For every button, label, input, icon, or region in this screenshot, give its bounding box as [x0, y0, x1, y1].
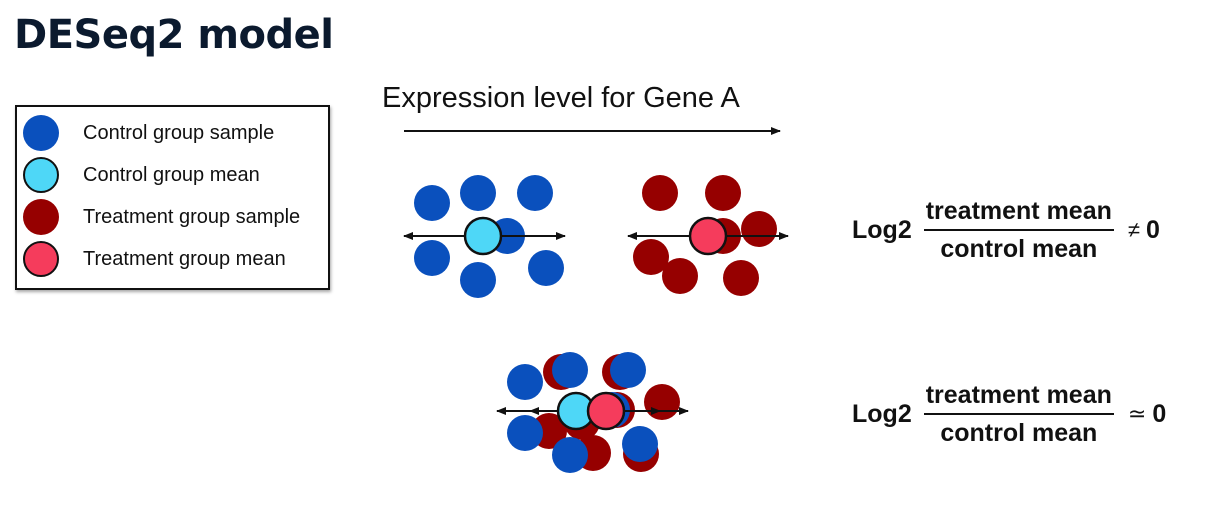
treatment-mean-dot-icon — [23, 241, 59, 277]
formula-prefix: Log2 — [852, 215, 912, 244]
control-sample-dot — [414, 240, 450, 276]
treatment-mean-dot — [688, 216, 728, 256]
treatment-sample-dot — [741, 211, 777, 247]
control-sample-dot — [507, 364, 543, 400]
control-sample-dot — [552, 437, 588, 473]
approx-equal-icon: ≃ — [1127, 401, 1147, 426]
control-sample-dot — [517, 175, 553, 211]
control-sample-dot — [460, 175, 496, 211]
expression-axis-title: Expression level for Gene A — [382, 82, 740, 114]
legend-label: Treatment group sample — [83, 205, 301, 228]
legend-label: Control group mean — [83, 163, 260, 186]
formula-value: 0 — [1145, 215, 1160, 244]
control-sample-dot — [460, 262, 496, 298]
fraction-numerator: treatment mean — [925, 381, 1112, 409]
formula-prefix: Log2 — [852, 399, 912, 428]
legend-item-control-mean: Control group mean — [23, 155, 260, 195]
scenario-overlap-cluster — [496, 352, 689, 473]
legend-item-treatment-mean: Treatment group mean — [23, 239, 286, 279]
control-sample-dot-icon — [23, 115, 59, 151]
treatment-mean-dot — [586, 391, 626, 431]
treatment-sample-dot — [705, 175, 741, 211]
control-sample-dot — [528, 250, 564, 286]
control-mean-dot-icon — [23, 157, 59, 193]
formula-not-differential: Log2 treatment mean control mean ≃ 0 — [852, 380, 1166, 448]
control-sample-dot — [507, 415, 543, 451]
treatment-sample-dot-icon — [23, 199, 59, 235]
treatment-sample-dot — [662, 258, 698, 294]
treatment-sample-dot — [644, 384, 680, 420]
fraction-numerator: treatment mean — [925, 197, 1112, 225]
formula-differential: Log2 treatment mean control mean ≠ 0 — [852, 196, 1160, 264]
not-equal-icon: ≠ — [1127, 217, 1140, 242]
control-sample-dot — [622, 426, 658, 462]
fraction-denominator: control mean — [940, 419, 1098, 447]
fraction: treatment mean control mean — [923, 196, 1114, 264]
control-sample-dot — [552, 352, 588, 388]
treatment-sample-dot — [633, 239, 669, 275]
legend-item-control-sample: Control group sample — [23, 113, 274, 153]
fraction: treatment mean control mean — [923, 380, 1114, 448]
treatment-sample-dot — [723, 260, 759, 296]
fraction-bar — [923, 413, 1114, 415]
control-sample-dot — [610, 352, 646, 388]
treatment-sample-dot — [642, 175, 678, 211]
legend-box: Control group sample Control group mean … — [15, 105, 330, 290]
control-mean-dot — [463, 216, 503, 256]
control-sample-dot — [414, 185, 450, 221]
scenario-differential-cluster — [403, 175, 789, 298]
page-title: DESeq2 model — [14, 12, 334, 58]
fraction-bar — [923, 229, 1114, 231]
fraction-denominator: control mean — [940, 235, 1098, 263]
legend-label: Treatment group mean — [83, 247, 286, 270]
legend-label: Control group sample — [83, 121, 275, 144]
formula-value: 0 — [1152, 399, 1167, 428]
legend-item-treatment-sample: Treatment group sample — [23, 197, 300, 237]
